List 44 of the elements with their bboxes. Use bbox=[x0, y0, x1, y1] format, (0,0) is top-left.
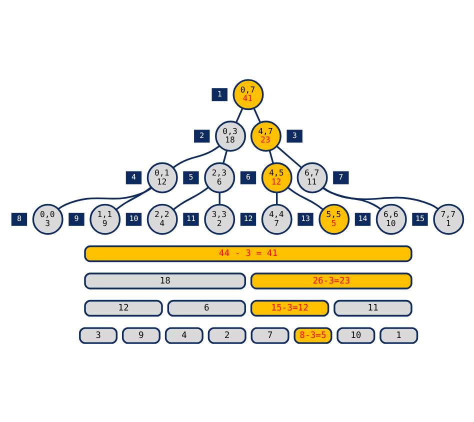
node-box: 44 - 3 = 41 bbox=[84, 244, 412, 262]
connector bbox=[234, 107, 243, 122]
node-box: 18 bbox=[84, 272, 246, 289]
node-circle: 6,6 10 bbox=[375, 203, 406, 234]
connector bbox=[172, 186, 208, 210]
connector bbox=[268, 150, 274, 164]
node-box: 2 bbox=[207, 326, 246, 344]
node-box: 11 bbox=[333, 299, 412, 316]
connector bbox=[322, 186, 381, 210]
node-circle: 4,5 12 bbox=[260, 162, 292, 193]
node-circle: 1,1 9 bbox=[89, 203, 120, 234]
node-circle: 0,1 12 bbox=[146, 162, 178, 193]
connector bbox=[172, 144, 220, 168]
node-circle: 7,7 1 bbox=[432, 203, 464, 234]
node-circle: 3,3 2 bbox=[204, 203, 235, 234]
node-box: 10 bbox=[336, 326, 375, 344]
node-box: 8-3=5 bbox=[293, 326, 332, 344]
node-circle: 2,3 6 bbox=[204, 162, 235, 193]
node-box: 15-3=12 bbox=[250, 299, 329, 316]
node-circle: 0,7 41 bbox=[232, 78, 264, 110]
node-circle: 0,0 3 bbox=[32, 203, 63, 234]
connector bbox=[276, 145, 302, 168]
connector bbox=[57, 186, 152, 210]
node-box: 1 bbox=[379, 326, 418, 344]
node-circle: 0,3 18 bbox=[214, 120, 246, 152]
connector bbox=[276, 192, 278, 204]
connector bbox=[115, 186, 152, 210]
connector bbox=[322, 186, 438, 210]
node-box: 26-3=23 bbox=[250, 272, 412, 289]
node-circle: 5,5 5 bbox=[318, 203, 350, 234]
node-box: 6 bbox=[166, 299, 246, 316]
node-circle: 6,7 11 bbox=[296, 162, 328, 193]
connector bbox=[252, 107, 261, 122]
node-box: 7 bbox=[250, 326, 289, 344]
node-circle: 4,4 7 bbox=[260, 203, 292, 234]
node-circle: 4,7 23 bbox=[250, 120, 281, 152]
node-circle: 2,2 4 bbox=[146, 203, 178, 234]
node-box: 12 bbox=[84, 299, 162, 316]
node-box: 9 bbox=[121, 326, 160, 344]
node-box: 3 bbox=[78, 326, 118, 344]
node-box: 4 bbox=[164, 326, 203, 344]
connector bbox=[218, 192, 220, 204]
connector bbox=[222, 150, 228, 164]
connector bbox=[286, 186, 324, 210]
